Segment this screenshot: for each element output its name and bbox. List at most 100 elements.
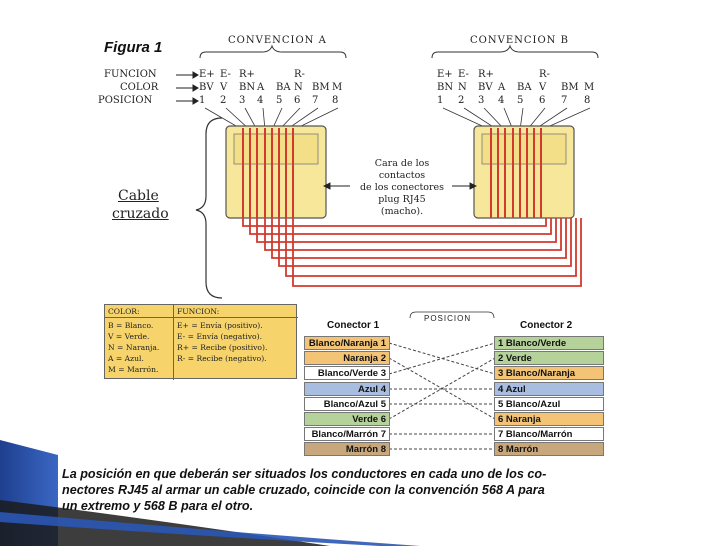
legend-funcion-item: R- = Recibe (negativo). <box>177 354 267 363</box>
conv-b-posicion-value: 2 <box>458 95 465 106</box>
note-line-1: Cara de los <box>374 158 430 169</box>
conector1-row: Blanco/Naranja 1 <box>304 336 390 350</box>
conv-b-color-value: N <box>458 82 467 93</box>
conector1-title: Conector 1 <box>327 320 380 331</box>
note-box <box>350 156 452 222</box>
conv-a-posicion-value: 8 <box>332 95 339 106</box>
legend-box: COLOR: FUNCION: B = Blanco. V = Verde. N… <box>104 304 298 380</box>
conv-b-funcion-value: R+ <box>478 69 494 80</box>
conector2-row: 8 Marrón <box>494 442 604 457</box>
conector2-title: Conector 2 <box>520 320 573 331</box>
row-arrows <box>176 71 199 105</box>
convention-b-title: CONVENCION B <box>470 35 569 46</box>
conv-a-color-value: BV <box>199 82 214 93</box>
conector1-row: Naranja 2 <box>304 351 390 366</box>
conv-b-funcion-row: E+ E- R+ R- <box>434 69 604 81</box>
caption: La posición en que deberán ser situados … <box>62 466 662 514</box>
row-label-posicion: POSICION <box>98 95 153 106</box>
conv-a-color-value: N <box>294 82 303 93</box>
legend-divider <box>173 305 174 380</box>
legend-header-rule <box>105 317 298 318</box>
conector1-row: Blanco/Azul 5 <box>304 396 390 411</box>
legend-color-item: V = Verde. <box>108 332 150 341</box>
connector-a <box>225 125 327 219</box>
posicion-label: POSICION <box>424 314 472 323</box>
legend-color-item: B = Blanco. <box>108 321 154 330</box>
row-label-funcion: FUNCION <box>104 69 157 80</box>
conv-a-color-value: BA <box>276 82 291 93</box>
conv-b-posicion-value: 5 <box>517 95 524 106</box>
legend-funcion-item: R+ = Recibe (positivo). <box>177 343 268 352</box>
conv-b-posicion-value: 4 <box>498 95 505 106</box>
conector2-row: 3 Blanco/Naranja <box>494 366 604 381</box>
conector2-row: 5 Blanco/Azul <box>494 396 604 411</box>
conv-a-posicion-value: 6 <box>294 95 301 106</box>
cable-bracket <box>195 117 223 299</box>
conector2-row: 1 Blanco/Verde <box>494 336 604 350</box>
conv-b-color-value: M <box>584 82 595 93</box>
conv-b-posicion-value: 7 <box>561 95 568 106</box>
conv-b-funcion-value: E- <box>458 69 469 80</box>
conv-a-posicion-value: 4 <box>257 95 264 106</box>
conector1-row: Blanco/Marrón 7 <box>304 427 390 442</box>
crossover-wires <box>242 218 582 287</box>
note-arrows <box>322 182 478 190</box>
conv-a-funcion-row: E+ E- R+ R- <box>198 69 358 81</box>
conv-a-color-value: A <box>257 82 265 93</box>
conv-b-color-value: A <box>498 82 506 93</box>
conector1-row: Marrón 8 <box>304 442 390 457</box>
legend-funcion-header: FUNCION: <box>177 307 220 316</box>
conv-a-color-value: M <box>332 82 343 93</box>
conector1-row: Blanco/Verde 3 <box>304 366 390 381</box>
conv-b-posicion-value: 1 <box>437 95 444 106</box>
conv-b-color-value: V <box>539 82 547 93</box>
conector2-row: 6 Naranja <box>494 412 604 426</box>
convention-a-title: CONVENCION A <box>228 35 327 46</box>
conv-a-funcion-value: E- <box>220 69 231 80</box>
legend-color-item: N = Naranja. <box>108 343 160 352</box>
conector2-row: 7 Blanco/Marrón <box>494 427 604 442</box>
legend-funcion-list: E+ = Envía (positivo). E- = Envía (negat… <box>177 320 267 364</box>
legend-funcion-item: E- = Envía (negativo). <box>177 332 262 341</box>
conector1-row: Verde 6 <box>304 412 390 426</box>
note-line-4: plug RJ45 <box>378 194 426 205</box>
row-label-color: COLOR <box>120 82 159 93</box>
conv-a-posicion-value: 7 <box>312 95 319 106</box>
figure-title: Figura 1 <box>104 39 163 56</box>
conv-a-posicion-value: 5 <box>276 95 283 106</box>
legend-color-item: A = Azul. <box>108 354 144 363</box>
conv-a-color-value: BN <box>239 82 256 93</box>
note-line-5: (macho). <box>380 206 424 217</box>
conv-a-color-value: BM <box>312 82 330 93</box>
conector2-row: 2 Verde <box>494 351 604 366</box>
contacts-note: Cara de los contactos de los conectores … <box>344 158 460 218</box>
cable-label-line1: Cable <box>118 188 159 204</box>
bracket-a <box>199 44 347 59</box>
conv-b-funcion-value: R- <box>539 69 550 80</box>
conv-a-funcion-value: R+ <box>239 69 255 80</box>
conv-a-funcion-value: R- <box>294 69 305 80</box>
conv-b-posicion-value: 8 <box>584 95 591 106</box>
bracket-b <box>431 44 599 59</box>
caption-line-2: nectores RJ45 al armar un cable cruzado,… <box>62 483 545 497</box>
note-line-3: de los conectores <box>359 182 445 193</box>
conv-a-posicion-value: 2 <box>220 95 227 106</box>
conv-b-color-value: BM <box>561 82 579 93</box>
conv-b-color-value: BV <box>478 82 493 93</box>
cable-diagram <box>176 44 599 299</box>
conv-b-posicion-value: 3 <box>478 95 485 106</box>
conv-a-funcion-value: E+ <box>199 69 215 80</box>
conv-b-funcion-value: E+ <box>437 69 453 80</box>
legend-color-list: B = Blanco. V = Verde. N = Naranja. A = … <box>108 320 159 375</box>
legend-funcion-item: E+ = Envía (positivo). <box>177 321 263 330</box>
conv-a-color-value: V <box>220 82 228 93</box>
caption-line-3: un extremo y 568 B para el otro. <box>62 499 254 513</box>
conv-b-color-value: BA <box>517 82 532 93</box>
